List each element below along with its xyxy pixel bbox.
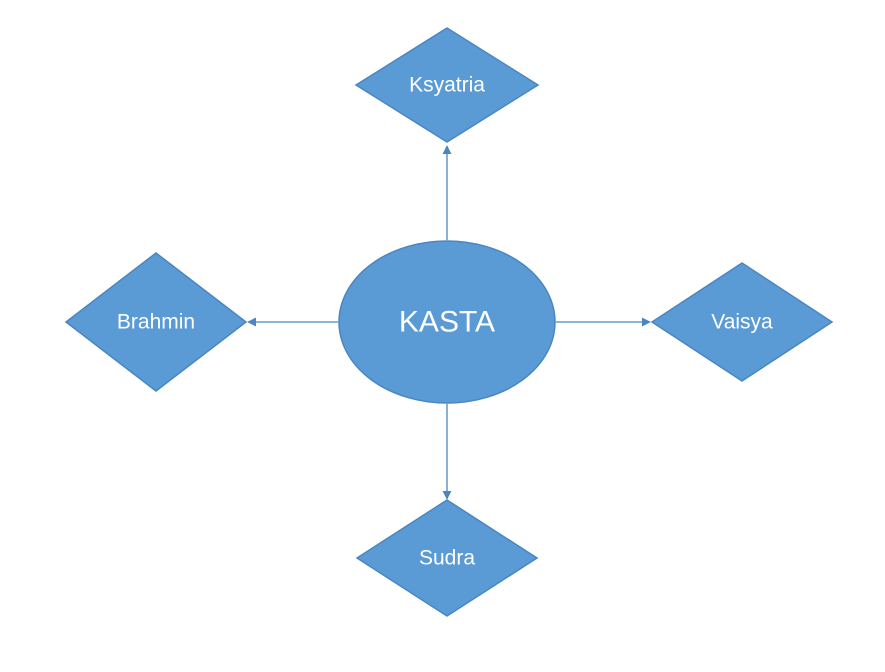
brahmin-label: Brahmin (117, 311, 195, 334)
center-node: KASTA (338, 240, 556, 404)
ksyatria-label: Ksyatria (409, 74, 485, 97)
node-sudra: Sudra (355, 499, 539, 617)
node-brahmin: Brahmin (64, 252, 248, 392)
vaisya-diamond (650, 262, 834, 382)
sudra-label: Sudra (419, 547, 475, 570)
center-label: KASTA (399, 306, 495, 339)
node-ksyatria: Ksyatria (354, 27, 540, 143)
center-ellipse (338, 240, 556, 404)
sudra-diamond (355, 499, 539, 617)
node-vaisya: Vaisya (650, 262, 834, 382)
ksyatria-diamond (354, 27, 540, 143)
brahmin-diamond (64, 252, 248, 392)
vaisya-label: Vaisya (711, 311, 773, 334)
